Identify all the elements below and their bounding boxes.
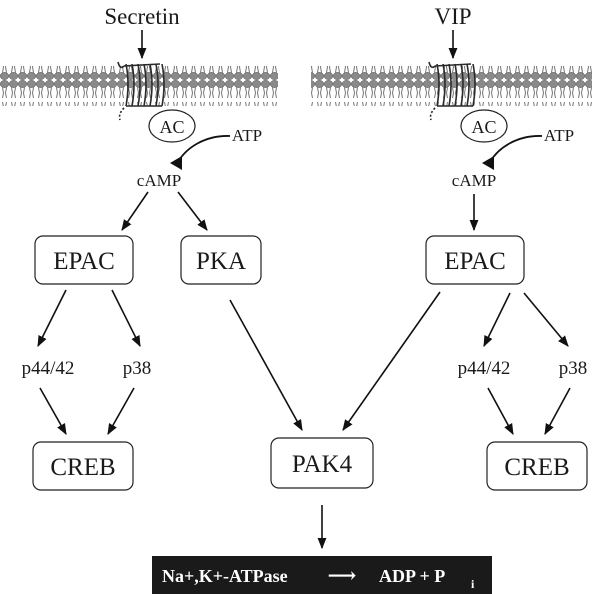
reaction-arrow-glyph: ⟶ <box>328 563 357 587</box>
camp-label-left: cAMP <box>137 171 181 190</box>
reaction-products-label: ADP + P <box>379 566 445 586</box>
adenylate-cyclase-right <box>460 109 508 143</box>
gpcr-receptor-right <box>428 61 476 121</box>
pka-to-pak4-arrow <box>229 299 303 431</box>
p38-label-left: p38 <box>123 358 152 379</box>
camp-to-pka-arrow <box>177 191 208 231</box>
epac-to-p4442-arrow-right <box>483 292 511 348</box>
camp-to-epac-arrow-left <box>121 191 149 231</box>
epac-right-to-pak4-arrow <box>342 291 441 431</box>
conversion-triangle-right <box>482 156 494 170</box>
ligand-secretin-label: Secretin <box>104 4 180 29</box>
creb-box-right <box>486 441 588 491</box>
pka-box <box>180 235 262 285</box>
epac-to-p38-arrow-right <box>523 292 569 347</box>
epac-box-right <box>425 235 525 285</box>
gpcr-receptor-left <box>117 61 165 121</box>
reaction-products-subscript: i <box>471 577 475 591</box>
pak4-label: PAK4 <box>292 451 353 478</box>
p4442-label-left: p44/42 <box>22 358 75 379</box>
creb-box-left <box>32 441 134 491</box>
p4442-to-creb-arrow-right <box>487 387 514 435</box>
epac-box-left <box>34 235 134 285</box>
pak4-box <box>270 437 374 489</box>
cell-membrane-left <box>0 61 278 121</box>
creb-label-left: CREB <box>50 454 115 481</box>
creb-label-right: CREB <box>504 454 569 481</box>
p38-to-creb-arrow-right <box>544 387 571 435</box>
ac-label-right: AC <box>471 117 496 137</box>
ligand-vip-label: VIP <box>434 4 471 29</box>
epac-label-right: EPAC <box>444 248 506 275</box>
epac-to-p4442-arrow-left <box>37 289 67 348</box>
pka-label: PKA <box>196 248 246 275</box>
p4442-label-right: p44/42 <box>458 358 511 379</box>
atp-label-right: ATP <box>544 126 574 145</box>
camp-label-right: cAMP <box>452 171 496 190</box>
atpase-reaction-bar <box>152 556 492 594</box>
cell-membrane-right <box>311 61 592 121</box>
atp-conversion-curve-right <box>489 135 543 163</box>
p38-to-creb-arrow-left <box>107 387 135 435</box>
atp-label-left: ATP <box>232 126 262 145</box>
p4442-to-creb-arrow-left <box>39 387 67 435</box>
atp-conversion-curve-left <box>177 135 231 163</box>
adenylate-cyclase-left <box>148 109 196 143</box>
ac-label-left: AC <box>159 117 184 137</box>
epac-label-left: EPAC <box>53 248 115 275</box>
atpase-enzyme-label: Na+,K+-ATPase <box>162 566 288 586</box>
epac-to-p38-arrow-left <box>111 289 141 348</box>
p38-label-right: p38 <box>559 358 588 379</box>
conversion-triangle-left <box>170 156 182 170</box>
